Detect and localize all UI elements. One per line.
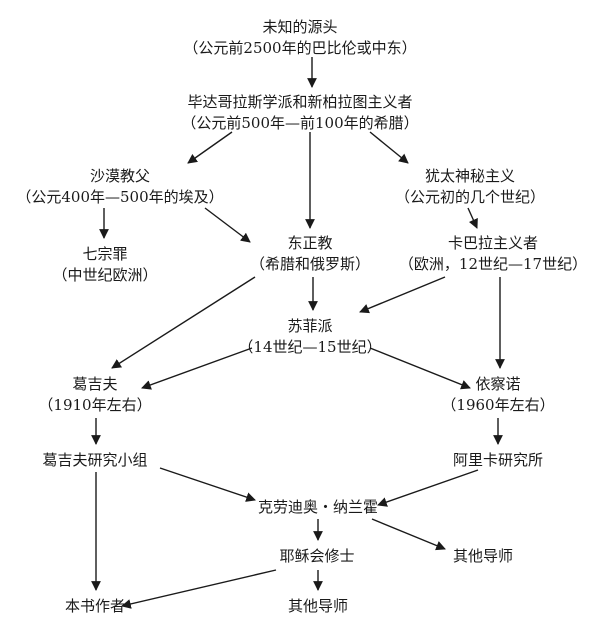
node-orthodox-title: 东正教	[287, 234, 333, 252]
node-arica: 阿里卡研究所	[453, 450, 543, 471]
node-ichazo: 依察诺 （1960年左右）	[441, 374, 554, 416]
node-others-bottom-title: 其他导师	[287, 597, 349, 615]
arrow-g-group-to-naranjo	[159, 467, 256, 502]
node-others-right-title: 其他导师	[452, 547, 514, 565]
arrow-pythagoras-to-jewish	[369, 131, 409, 164]
node-ichazo-title: 依察诺	[475, 375, 521, 393]
arrow-sufi-to-ichazo	[369, 347, 471, 390]
node-jewish-date: （公元初的几个世纪）	[394, 188, 546, 206]
node-origin-date: （公元前2500年的巴比伦或中东）	[183, 39, 417, 57]
node-kabbalah: 卡巴拉主义者 （欧洲，12世纪—17世纪）	[399, 233, 587, 275]
node-desert: 沙漠教父 （公元400年—500年的埃及）	[16, 166, 223, 208]
node-orthodox-date: （希腊和俄罗斯）	[249, 255, 371, 273]
node-pythagoras-title: 毕达哥拉斯学派和新柏拉图主义者	[187, 93, 413, 111]
arrow-naranjo-to-others-right	[371, 518, 446, 551]
node-gurdjieff-group-title: 葛吉夫研究小组	[42, 451, 148, 469]
node-sins: 七宗罪 （中世纪欧洲）	[52, 244, 157, 286]
arrow-jewish-to-kabbalah	[467, 207, 478, 229]
arrow-kabbalah-to-sufi	[359, 276, 446, 314]
node-sins-title: 七宗罪	[82, 245, 128, 263]
node-kabbalah-title: 卡巴拉主义者	[447, 234, 538, 252]
node-sufi: 苏菲派 （14世纪—15世纪）	[238, 316, 381, 358]
node-gurdjieff-date: （1910年左右）	[38, 396, 152, 414]
node-origin-title: 未知的源头	[262, 18, 338, 36]
node-orthodox: 东正教 （希腊和俄罗斯）	[250, 233, 370, 275]
node-origin: 未知的源头 （公元前2500年的巴比伦或中东）	[183, 17, 416, 59]
node-author-title: 本书作者	[64, 597, 126, 615]
node-gurdjieff-group: 葛吉夫研究小组	[42, 450, 147, 471]
node-others-bottom: 其他导师	[288, 596, 348, 617]
node-jesuits: 耶稣会修士	[279, 546, 354, 567]
node-naranjo-title: 克劳迪奥・纳兰霍	[257, 498, 379, 516]
node-pythagoras-date: （公元前500年—前100年的希腊）	[181, 114, 419, 132]
node-jewish-title: 犹太神秘主义	[424, 167, 516, 185]
node-sins-date: （中世纪欧洲）	[52, 266, 158, 284]
node-jewish: 犹太神秘主义 （公元初的几个世纪）	[395, 166, 545, 208]
node-desert-title: 沙漠教父	[89, 167, 151, 185]
arrow-sufi-to-gurdjieff	[141, 347, 253, 390]
node-sufi-date: （14世纪—15世纪）	[238, 338, 382, 356]
node-author: 本书作者	[65, 596, 125, 617]
node-sufi-title: 苏菲派	[287, 317, 333, 335]
node-desert-date: （公元400年—500年的埃及）	[16, 188, 224, 206]
arrow-orthodox-to-gurdjieff	[111, 276, 256, 369]
node-gurdjieff-title: 葛吉夫	[72, 375, 118, 393]
node-kabbalah-date: （欧洲，12世纪—17世纪）	[398, 255, 588, 273]
node-gurdjieff: 葛吉夫 （1910年左右）	[38, 374, 151, 416]
arrow-arica-to-naranjo	[377, 469, 479, 507]
arrow-desert-to-orthodox	[204, 207, 251, 243]
arrow-pythagoras-to-desert	[187, 131, 233, 164]
node-naranjo: 克劳迪奥・纳兰霍	[258, 497, 378, 518]
node-jesuits-title: 耶稣会修士	[279, 547, 355, 565]
arrow-jesuits-to-author	[121, 569, 277, 609]
node-arica-title: 阿里卡研究所	[452, 451, 544, 469]
node-others-right: 其他导师	[453, 546, 513, 567]
node-pythagoras: 毕达哥拉斯学派和新柏拉图主义者 （公元前500年—前100年的希腊）	[181, 92, 418, 134]
node-ichazo-date: （1960年左右）	[441, 396, 555, 414]
